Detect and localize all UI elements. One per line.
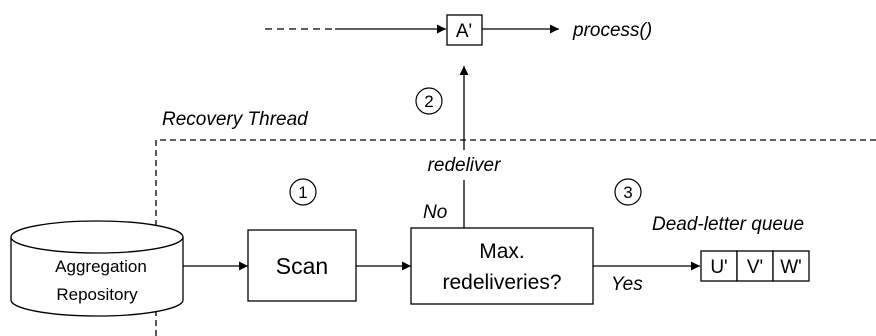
recovery-thread-label: Recovery Thread <box>162 109 309 130</box>
process-label: process() <box>572 20 652 41</box>
max-redeliveries-line1: Max. <box>479 240 525 263</box>
dead-letter-queue-title: Dead-letter queue <box>652 214 804 235</box>
yes-branch-label: Yes <box>611 274 643 295</box>
repository-label-line1: Aggregation <box>55 257 147 276</box>
repository-cylinder-body <box>10 237 184 317</box>
dead-letter-cell-w <box>772 250 810 282</box>
step-2-circle <box>415 87 443 115</box>
database-icon <box>10 220 184 317</box>
a-prime-label: A' <box>456 21 472 42</box>
repository-cylinder-top <box>10 220 184 254</box>
dead-letter-item-w: W' <box>780 257 802 278</box>
scan-label: Scan <box>276 253 328 279</box>
a-prime-box <box>446 14 483 46</box>
step-1-circle <box>289 178 317 206</box>
repository-label-line2: Repository <box>56 285 138 304</box>
max-redeliveries-line2: redeliveries? <box>442 271 561 294</box>
step-1-number: 1 <box>298 183 307 202</box>
max-redeliveries-box <box>410 227 594 305</box>
redeliver-label: redeliver <box>428 155 502 176</box>
step-3-number: 3 <box>623 183 632 202</box>
step-2-number: 2 <box>424 92 433 111</box>
no-branch-label: No <box>423 202 447 223</box>
redeliver-label-bg <box>412 150 514 180</box>
dead-letter-item-u: U' <box>710 257 727 278</box>
step-3-circle <box>614 178 642 206</box>
dead-letter-cell-v <box>736 250 774 282</box>
dead-letter-item-v: V' <box>747 257 763 278</box>
